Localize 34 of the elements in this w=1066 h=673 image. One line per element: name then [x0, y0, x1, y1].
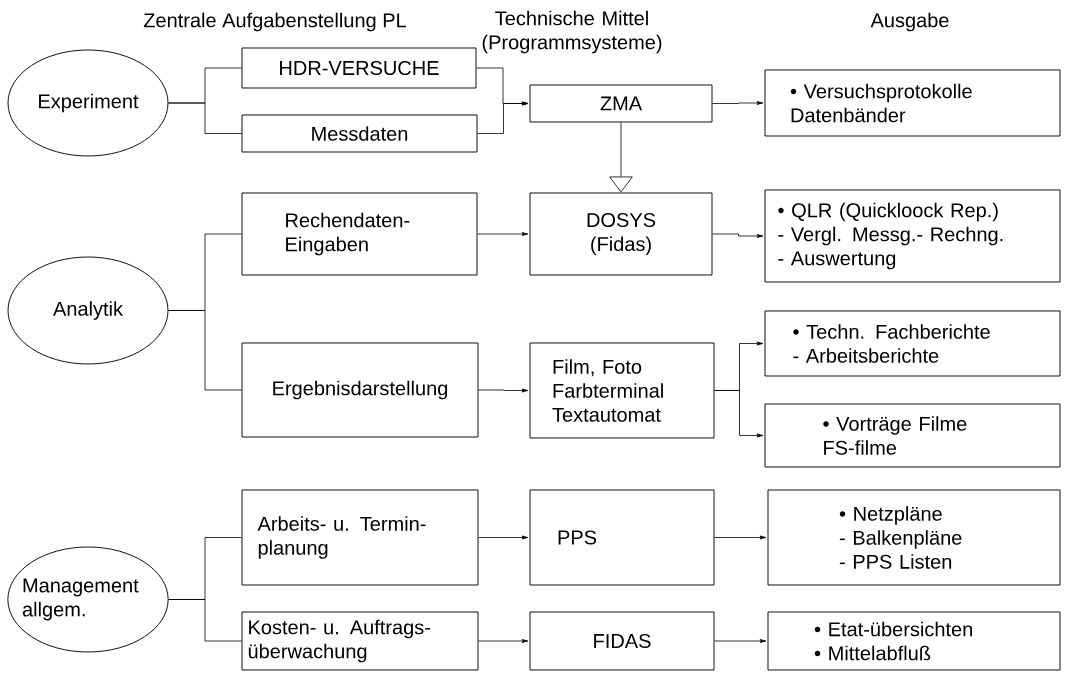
connector [714, 535, 767, 540]
process-box: Arbeits- u. Termin- planung [241, 489, 479, 586]
process-box: • Versuchsprotokolle Datenbänder [764, 69, 1061, 137]
process-box: • QLR (Quickloock Rep.) - Vergl. Messg.- Rechng. - Auswertung [764, 189, 1061, 283]
connector [714, 639, 767, 643]
process-box: ZMA [529, 84, 713, 123]
process-box: PPS [529, 489, 715, 586]
process-box: Kosten- u. Auftrags- überwachung [241, 611, 479, 671]
connector [478, 388, 529, 393]
connector [712, 233, 764, 238]
connector [168, 310, 242, 391]
process-box: DOSYS (Fidas) [529, 192, 713, 276]
connector [478, 535, 529, 540]
connector [168, 102, 242, 134]
connector [478, 639, 529, 643]
process-box: • Etat-übersichten • Mittelabfluß [767, 611, 1061, 671]
column-heading: Zentrale Aufgabenstellung PL [143, 12, 407, 32]
connector [477, 232, 529, 236]
process-box: HDR-VERSUCHE [241, 47, 477, 89]
process-box: Film, Foto Farbterminal Textautomat [529, 342, 715, 439]
process-box: Rechendaten- Eingaben [241, 192, 478, 276]
process-box: Ergebnisdarstellung [241, 342, 479, 438]
connector [714, 390, 764, 438]
connector [712, 101, 764, 105]
process-box: • Techn. Fachberichte - Arbeitsberichte [764, 310, 1061, 377]
connector [168, 599, 242, 642]
process-box: FIDAS [529, 611, 715, 671]
process-box: • Vorträge Filme FS-filme [764, 403, 1061, 468]
column-heading: Technische Mittel (Programmsysteme) [482, 10, 662, 54]
connector [477, 101, 529, 134]
hollow-arrow [609, 122, 633, 193]
process-box: Messdaten [241, 114, 478, 153]
process-box: • Netzpläne - Balkenpläne - PPS Listen [767, 489, 1061, 586]
column-heading: Ausgabe [870, 12, 949, 32]
